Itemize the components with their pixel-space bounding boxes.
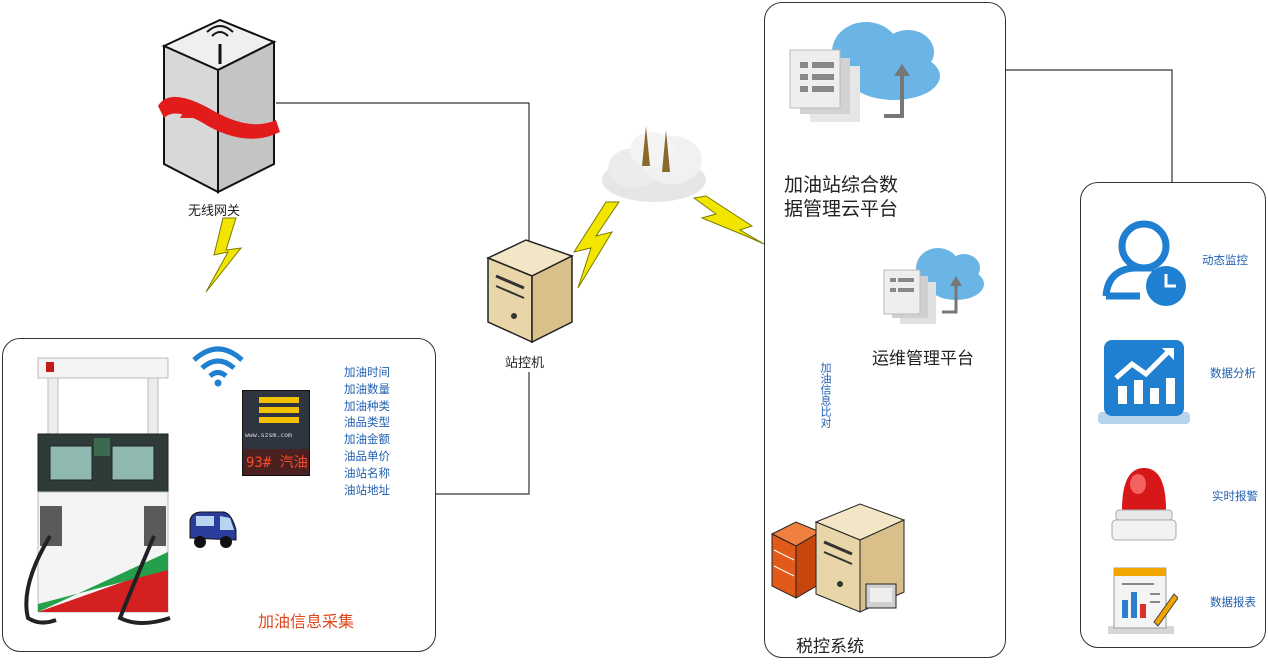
feature-label: 数据分析 <box>1210 366 1256 380</box>
fuel-dispenser-icon <box>20 356 180 632</box>
alarm-light-icon <box>1108 460 1180 544</box>
cloud-upload-icon <box>784 6 944 126</box>
collected-items-list: 加油时间 加油数量 加油种类 油品类型 加油金额 油品单价 油站名称 油站地址 <box>344 364 390 498</box>
analytics-chart-icon <box>1096 338 1192 426</box>
station-computer-icon <box>486 236 576 346</box>
ops-platform-label: 运维管理平台 <box>872 349 974 369</box>
pump-display: www.szsm.com 93# 汽油 <box>242 390 310 476</box>
van-icon <box>186 508 238 550</box>
report-icon <box>1104 564 1179 636</box>
list-item: 油站地址 <box>344 482 390 497</box>
tax-server-icon <box>770 500 910 620</box>
list-item: 油品单价 <box>344 448 390 463</box>
compare-label: 加油信息比对 <box>819 362 832 428</box>
lightning-icon <box>572 201 620 289</box>
list-item: 油站名称 <box>344 465 390 480</box>
display-url: www.szsm.com <box>245 431 292 439</box>
feature-label: 实时报警 <box>1212 489 1258 503</box>
wireless-gateway <box>150 14 280 194</box>
wifi-icon <box>190 344 246 388</box>
fuel-grade-display: 93# 汽油 <box>246 455 308 471</box>
list-item: 加油金额 <box>344 432 390 447</box>
station-computer-label: 站控机 <box>505 356 545 371</box>
collector-to-station-line <box>434 372 530 495</box>
cloud-platform-label-line2: 据管理云平台 <box>784 198 899 220</box>
user-clock-icon <box>1100 216 1192 306</box>
collection-title: 加油信息采集 <box>258 612 355 631</box>
feature-label: 数据报表 <box>1210 595 1256 609</box>
gateway-to-station-line <box>276 102 530 242</box>
tax-system-label: 税控系统 <box>796 637 864 657</box>
gateway-label: 无线网关 <box>188 204 241 219</box>
cloud-to-features-line <box>940 69 1173 183</box>
list-item: 加油数量 <box>344 381 390 396</box>
list-item: 加油种类 <box>344 398 390 413</box>
ops-cloud-icon <box>880 240 990 340</box>
list-item: 加油时间 <box>344 365 390 379</box>
cloud-platform-label-line1: 加油站综合数 <box>784 174 899 196</box>
internet-cloud-icon <box>598 110 710 210</box>
lightning-icon <box>205 217 243 293</box>
feature-label: 动态监控 <box>1202 253 1248 267</box>
list-item: 油品类型 <box>344 415 390 430</box>
